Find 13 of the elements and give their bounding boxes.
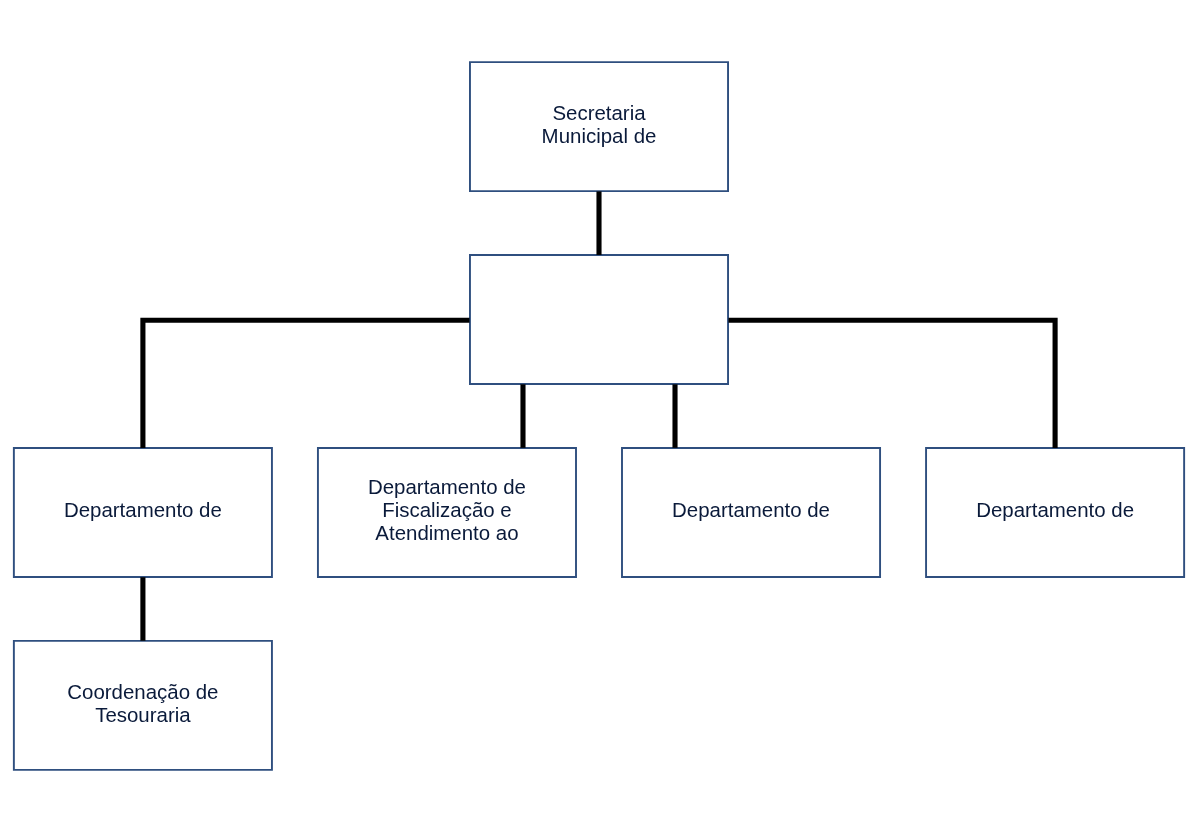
connector — [140, 576, 146, 641]
node-box: Secretaria Municipal de — [469, 60, 729, 192]
connector — [140, 317, 470, 448]
node-box — [469, 253, 729, 385]
connector — [596, 190, 602, 255]
node-box: Departamento de — [12, 446, 273, 578]
node-box: Departamento de — [621, 446, 882, 578]
connector — [728, 317, 1058, 448]
node-box: Coordenação de Tesouraria — [12, 639, 273, 771]
node-box: Departamento de — [925, 446, 1186, 578]
connector — [520, 383, 526, 448]
node-box: Departamento de Fiscalização e Atendimento ao — [316, 446, 577, 578]
connector — [672, 383, 678, 448]
